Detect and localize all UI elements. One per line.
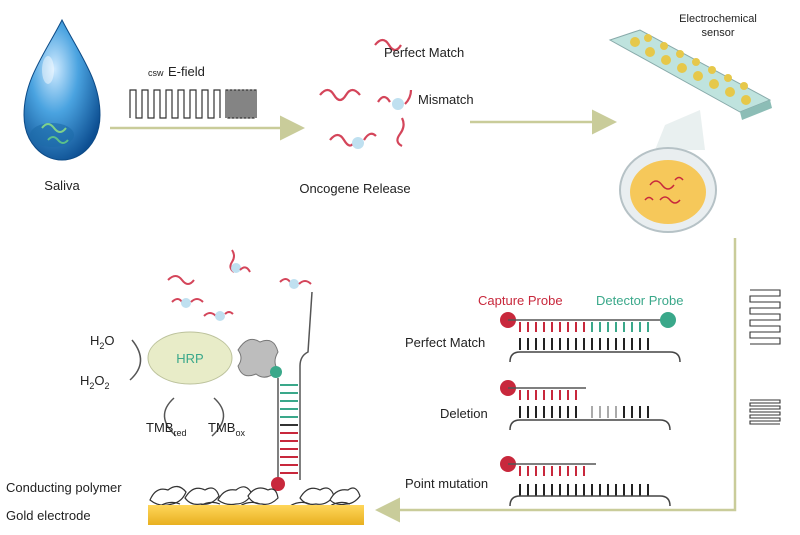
detector-bead-icon bbox=[270, 366, 282, 378]
perfect-match-top-label: Perfect Match bbox=[384, 45, 464, 60]
h2o-conversion-arrow bbox=[129, 339, 142, 381]
electrode-well-icon bbox=[619, 147, 717, 233]
oncogene-strands bbox=[319, 38, 413, 149]
point-mutation-probe bbox=[500, 456, 671, 507]
gold-electrode-bar bbox=[148, 505, 364, 525]
arrow-to-electrode bbox=[375, 238, 737, 523]
hrp-enzyme-icon: HRP bbox=[147, 331, 233, 385]
oncogene-release-label: Oncogene Release bbox=[299, 181, 410, 196]
sensor-label-line2: sensor bbox=[701, 27, 734, 39]
zoom-cone bbox=[655, 110, 705, 150]
csw-label: csw bbox=[148, 68, 164, 78]
detector-probe-label: Detector Probe bbox=[596, 293, 683, 308]
hrp-label: HRP bbox=[176, 351, 203, 366]
dense-wave-vertical-icon bbox=[749, 399, 781, 425]
dense-wave-icon bbox=[225, 89, 257, 119]
h2o2-label: H2O2 bbox=[80, 373, 110, 391]
sensor-label-line1: Electrochemical bbox=[679, 13, 757, 25]
perfect-match-probe bbox=[500, 312, 681, 363]
square-wave-icon bbox=[129, 89, 221, 119]
tmb-cycle-right-arrow bbox=[211, 397, 225, 437]
tmb-cycle-left-arrow bbox=[163, 397, 177, 437]
sensor-chip-icon bbox=[608, 29, 772, 120]
tmb-ox-label: TMBox bbox=[208, 420, 245, 438]
deletion-row-label: Deletion bbox=[440, 406, 488, 421]
mismatch-label: Mismatch bbox=[418, 92, 474, 107]
conducting-polymer-label: Conducting polymer bbox=[6, 480, 122, 495]
tmb-red-label: TMBred bbox=[146, 420, 186, 438]
saliva-drop-icon bbox=[23, 18, 101, 161]
square-wave-vertical-icon bbox=[749, 289, 781, 345]
h2o-label: H2O bbox=[90, 333, 115, 351]
point-mutation-row-label: Point mutation bbox=[405, 476, 488, 491]
gold-electrode-label: Gold electrode bbox=[6, 508, 91, 523]
conducting-polymer-layer bbox=[149, 485, 361, 507]
perfect-match-row-label: Perfect Match bbox=[405, 335, 485, 350]
free-strands bbox=[167, 249, 312, 321]
deletion-probe bbox=[500, 380, 671, 431]
bound-dna-duplex bbox=[271, 291, 313, 491]
saliva-label: Saliva bbox=[44, 178, 80, 193]
efield-label: E-field bbox=[168, 64, 205, 79]
capture-probe-label: Capture Probe bbox=[478, 293, 563, 308]
